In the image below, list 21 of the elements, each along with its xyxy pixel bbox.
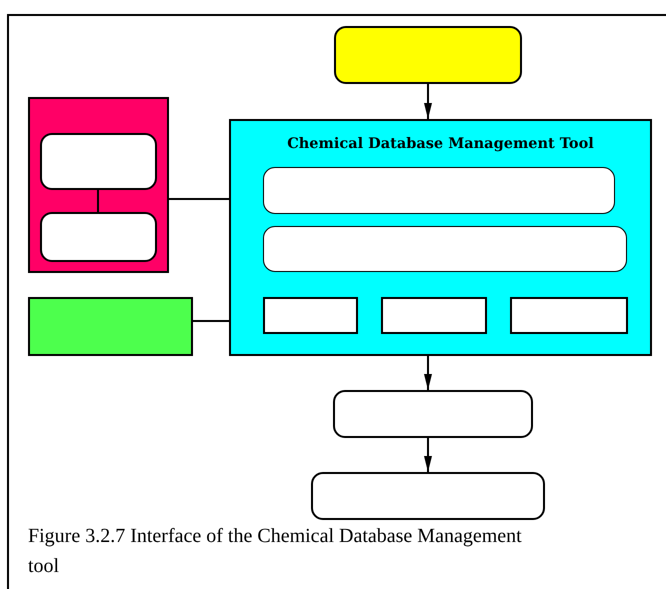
connector-line: [97, 190, 99, 212]
process-box: [40, 212, 156, 262]
arrow: [424, 356, 432, 390]
panel: [28, 97, 169, 273]
panel: [229, 119, 652, 356]
process-box: [334, 26, 522, 84]
process-box: [380, 296, 486, 334]
process-box: [311, 472, 545, 520]
arrow: [424, 84, 432, 119]
figure-caption: Figure 3.2.7 Interface of the Chemical Database Management tool: [28, 524, 523, 579]
process-box: [28, 297, 193, 356]
process-box: [40, 132, 156, 190]
panel-heading: Chemical Database Management Tool: [286, 135, 595, 152]
process-box: [333, 390, 533, 438]
process-box: [510, 296, 628, 334]
connector-line: [169, 198, 229, 200]
process-box: [262, 296, 358, 334]
process-box: [262, 226, 626, 272]
connector-line: [193, 320, 229, 322]
process-box: [262, 166, 614, 214]
arrow: [424, 438, 432, 472]
